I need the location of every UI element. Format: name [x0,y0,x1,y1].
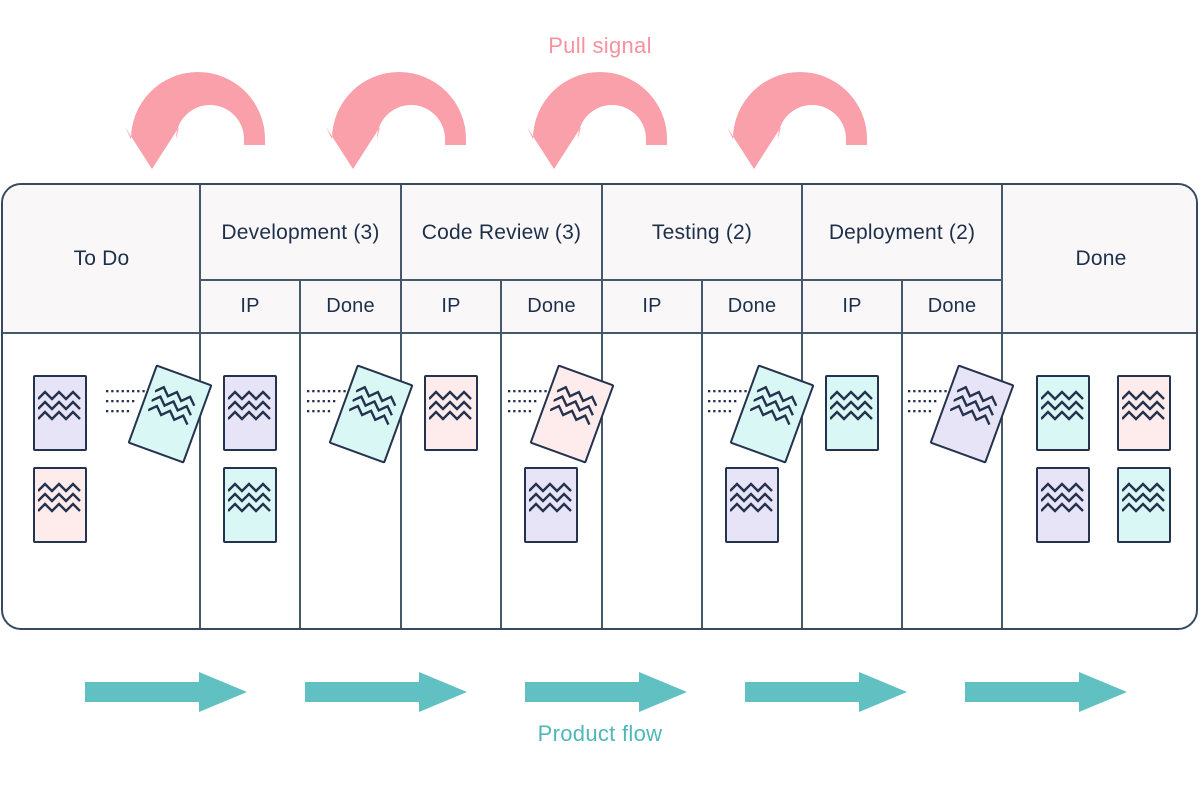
flow-arrow [84,671,248,713]
card-zigzag-text-icon [730,482,773,513]
motion-dots-icon [106,389,148,415]
column-header-testing: Testing (2) [651,220,753,244]
column-header-done: Done [1075,247,1127,270]
header-body-divider-line [3,332,1196,334]
flow-arrow [304,671,468,713]
motion-dots-icon [508,389,550,415]
subcolumn-header-testing-done: Done [727,295,777,317]
card-zigzag-text-icon [348,385,397,426]
group-header-divider-line [200,279,1002,281]
kanban-card-pink [1117,375,1171,451]
subcolumn-header-deployment-ip: IP [842,295,862,317]
column-header-deployment: Deployment (2) [828,220,976,244]
moving-card-cyan [729,364,815,464]
column-header-todo: To Do [73,247,130,270]
subcolumn-divider-line [500,279,502,628]
header-background [3,185,1196,333]
motion-dots-icon [708,389,750,415]
kanban-card-lavender [33,375,87,451]
card-zigzag-text-icon [147,385,196,426]
card-zigzag-text-icon [949,385,998,426]
subcolumn-divider-line [901,279,903,628]
card-zigzag-text-icon [830,390,873,421]
column-header-code-review: Code Review (3) [421,220,582,244]
subcolumn-header-code-review-done: Done [527,295,576,317]
subcolumn-header-deployment-done: Done [927,295,977,317]
subcolumn-header-code-review-ip: IP [441,295,461,317]
moving-card-pink [529,364,615,464]
pull-arrow-arc [324,62,474,174]
subcolumn-header-testing-ip: IP [642,295,662,317]
flow-arrow [964,671,1128,713]
card-zigzag-text-icon [228,482,271,513]
card-zigzag-text-icon [38,482,81,513]
kanban-board: To Do Development (3) IP Done Code Review (3… [1,183,1198,630]
subcolumn-header-development-done: Done [326,295,375,317]
card-zigzag-text-icon [1041,390,1084,421]
kanban-card-pink [424,375,478,451]
subcolumn-divider-line [299,279,301,628]
kanban-card-lavender [524,467,578,543]
kanban-card-lavender [223,375,277,451]
pull-arrow-arc [725,62,875,174]
card-zigzag-text-icon [429,390,472,421]
kanban-card-cyan [223,467,277,543]
kanban-card-cyan [825,375,879,451]
card-zigzag-text-icon [38,390,81,421]
kanban-card-lavender [725,467,779,543]
moving-card-lavender [929,364,1015,464]
motion-dots-icon [908,389,950,415]
kanban-card-cyan [1117,467,1171,543]
pull-arrow-arc [525,62,675,174]
subcolumn-header-development-ip: IP [240,295,260,317]
pull-signal-label: Pull signal [548,33,652,58]
pull-arrow-arc [123,62,273,174]
moving-card-cyan [127,364,213,464]
product-flow-label: Product flow [537,721,663,746]
card-zigzag-text-icon [1122,482,1165,513]
card-zigzag-text-icon [228,390,271,421]
card-zigzag-text-icon [749,385,798,426]
subcolumn-divider-line [701,279,703,628]
flow-arrow [524,671,688,713]
card-zigzag-text-icon [529,482,572,513]
kanban-card-cyan [1036,375,1090,451]
column-header-development: Development (3) [221,220,380,244]
kanban-card-pink [33,467,87,543]
motion-dots-icon [307,389,349,415]
kanban-card-lavender [1036,467,1090,543]
moving-card-cyan [328,364,414,464]
flow-arrow [744,671,908,713]
card-zigzag-text-icon [1122,390,1165,421]
card-zigzag-text-icon [1041,482,1084,513]
card-zigzag-text-icon [549,385,598,426]
